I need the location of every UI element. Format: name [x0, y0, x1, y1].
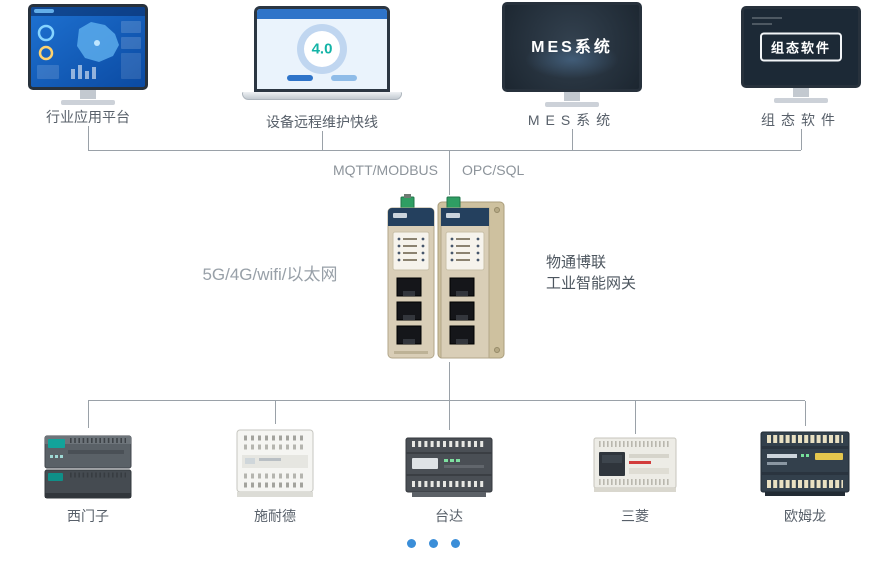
protocol-label-opc-sql: OPC/SQL: [462, 162, 525, 178]
label-mes: MES系统: [527, 112, 617, 128]
top-bus-line: [88, 150, 801, 151]
label-remote-maintenance: 设备远程维护快线: [266, 114, 378, 130]
industry-platform-screen: [28, 4, 148, 90]
monitor-mes: MES系统: [502, 2, 642, 107]
laptop-screen-header: [257, 9, 387, 19]
laptop-screen-circle: [304, 31, 340, 67]
bottom-bus-line: [88, 400, 805, 401]
monitor-scada: 组态软件: [741, 6, 861, 103]
scada-screen-line: [752, 23, 772, 25]
connector-stub-mes: [572, 129, 573, 150]
scada-screen-line: [752, 17, 782, 19]
gateway-name-line1: 物通博联: [546, 254, 607, 271]
connector-stub-industry-platform: [88, 126, 89, 150]
monitor-stand-neck: [564, 92, 580, 101]
connector-stub-delta: [449, 401, 450, 430]
label-industry-platform: 行业应用平台: [46, 109, 130, 125]
center-drop-line: [449, 151, 450, 195]
dashboard-graphic: [31, 7, 145, 87]
connector-stub-scada: [801, 129, 802, 150]
laptop-screen-badge: 4.0: [311, 40, 333, 58]
laptop-remote-maintenance: 4.0: [242, 6, 402, 100]
gateway-name-line2: 工业智能网关: [546, 275, 637, 292]
mes-screen: MES系统: [502, 2, 642, 92]
connector-stub-schneider: [275, 401, 276, 424]
carousel-indicators: [407, 539, 460, 548]
carousel-dot-2[interactable]: [429, 539, 438, 548]
scada-screen: 组态软件: [741, 6, 861, 88]
protocol-label-mqtt-modbus: MQTT/MODBUS: [333, 162, 438, 178]
connector-stub-omron: [805, 401, 806, 426]
remote-maintenance-screen: 4.0: [254, 6, 390, 92]
laptop-screen-button-secondary: [331, 75, 357, 81]
carousel-dot-3[interactable]: [451, 539, 460, 548]
plc-schneider-image: [236, 429, 314, 497]
connector-stub-mitsubishi: [635, 401, 636, 434]
monitor-stand-base: [61, 100, 115, 105]
label-delta: 台达: [435, 508, 463, 524]
label-siemens: 西门子: [67, 508, 109, 524]
label-mitsubishi: 三菱: [621, 508, 649, 524]
monitor-industry-platform: [28, 4, 148, 105]
mes-screen-text: MES系统: [531, 39, 613, 56]
label-scada: 组态软件: [761, 112, 841, 128]
label-schneider: 施耐德: [254, 508, 296, 524]
monitor-stand-neck: [793, 88, 809, 97]
gateway-network-label: 5G/4G/wifi/以太网: [202, 265, 338, 284]
monitor-stand-base: [774, 98, 828, 103]
label-omron: 欧姆龙: [784, 508, 826, 524]
gateway-drop-line: [449, 362, 450, 400]
monitor-stand-base: [545, 102, 599, 107]
laptop-base: [242, 92, 402, 100]
connector-stub-remote-maintenance: [322, 131, 323, 150]
industrial-gateway-image: [387, 194, 505, 359]
plc-delta-image: [405, 437, 493, 497]
plc-omron-image: [760, 431, 850, 496]
carousel-dot-1[interactable]: [407, 539, 416, 548]
gateway-name: 物通博联 工业智能网关: [546, 252, 636, 294]
monitor-stand-neck: [80, 90, 96, 99]
plc-siemens-image: [44, 435, 132, 499]
scada-screen-text: 组态软件: [759, 32, 843, 62]
mes-screen-glow: [525, 40, 619, 79]
laptop-screen-button: [287, 75, 313, 81]
connector-stub-siemens: [88, 401, 89, 428]
plc-mitsubishi-image: [593, 437, 677, 492]
